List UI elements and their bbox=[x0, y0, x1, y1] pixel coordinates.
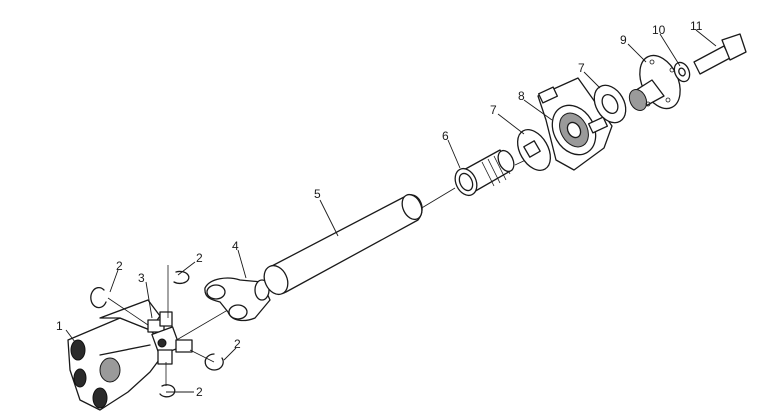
splined-stub-shaft bbox=[454, 149, 515, 197]
flange-yoke bbox=[67, 299, 169, 411]
seal-washer-rear bbox=[593, 84, 627, 124]
callout-5: 5 bbox=[314, 187, 321, 201]
snap-ring-left bbox=[90, 286, 149, 326]
callout-1: 1 bbox=[56, 319, 63, 333]
drive-shaft-tube bbox=[263, 193, 423, 296]
callout-8: 8 bbox=[518, 89, 525, 103]
slip-yoke bbox=[204, 277, 271, 322]
callout-2b: 2 bbox=[196, 251, 203, 265]
seal-washer-front bbox=[516, 129, 552, 171]
callout-10: 10 bbox=[652, 23, 666, 37]
callout-3: 3 bbox=[138, 271, 145, 285]
callout-9: 9 bbox=[620, 33, 627, 47]
callout-labels: 1 2 2 2 2 3 4 5 6 7 8 7 9 10 11 bbox=[56, 19, 703, 399]
callout-7b: 7 bbox=[578, 61, 585, 75]
callout-2a: 2 bbox=[116, 259, 123, 273]
companion-flange bbox=[628, 54, 681, 112]
universal-joint-cross bbox=[147, 311, 193, 365]
center-bearing-bracket bbox=[537, 77, 613, 171]
callout-7a: 7 bbox=[490, 103, 497, 117]
snap-ring-right bbox=[189, 349, 224, 371]
callout-2c: 2 bbox=[234, 337, 241, 351]
callout-6: 6 bbox=[442, 129, 449, 143]
leader-lines bbox=[65, 29, 717, 393]
callout-4: 4 bbox=[232, 239, 239, 253]
callout-2d: 2 bbox=[196, 385, 203, 399]
snap-ring-upper bbox=[167, 265, 190, 318]
flange-bolt bbox=[693, 33, 747, 75]
callout-11: 11 bbox=[690, 19, 703, 33]
